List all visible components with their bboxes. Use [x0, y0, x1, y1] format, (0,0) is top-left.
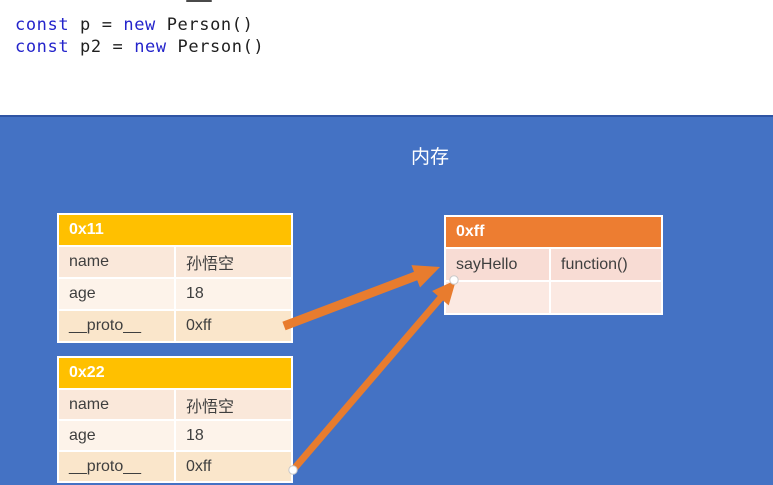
property-value: 孙悟空 [176, 390, 291, 419]
table-header-0x11: 0x11 [59, 215, 291, 245]
code-text: p2 = [69, 37, 135, 57]
keyword-new: new [123, 15, 156, 35]
memory-panel-title: 内存 [411, 147, 450, 168]
keyword-const: const [15, 37, 70, 57]
object-table-0x11: 0x11 name 孙悟空 age 18 __proto__ 0xff [57, 213, 293, 343]
code-text: Person() [155, 15, 254, 35]
property-key: age [59, 421, 174, 450]
property-value: 孙悟空 [176, 247, 291, 277]
table-header-0xff: 0xff [446, 217, 661, 247]
method-key: sayHello [446, 249, 549, 280]
code-snippet: const p = new Person() const p2 = new Pe… [15, 14, 264, 58]
table-row [446, 282, 661, 313]
property-key: name [59, 390, 174, 419]
property-key: __proto__ [59, 452, 174, 481]
keyword-new: new [134, 37, 167, 57]
clipped-text-artifact [186, 0, 212, 2]
table-row: age 18 [59, 279, 291, 309]
property-key: age [59, 279, 174, 309]
prototype-table-0xff: 0xff sayHello function() [444, 215, 663, 315]
property-key: name [59, 247, 174, 277]
method-value: function() [551, 249, 661, 280]
property-key: __proto__ [59, 311, 174, 341]
table-row: name 孙悟空 [59, 390, 291, 419]
table-row: __proto__ 0xff [59, 452, 291, 481]
property-value: 18 [176, 279, 291, 309]
property-value: 0xff [176, 452, 291, 481]
table-row: __proto__ 0xff [59, 311, 291, 341]
property-value: 0xff [176, 311, 291, 341]
table-row: age 18 [59, 421, 291, 450]
keyword-const: const [15, 15, 70, 35]
table-row: name 孙悟空 [59, 247, 291, 277]
code-line-1: const p = new Person() [15, 15, 253, 35]
empty-cell [446, 282, 549, 313]
table-header-0x22: 0x22 [59, 358, 291, 388]
code-text: Person() [166, 37, 265, 57]
object-table-0x22: 0x22 name 孙悟空 age 18 __proto__ 0xff [57, 356, 293, 483]
table-row: sayHello function() [446, 249, 661, 280]
property-value: 18 [176, 421, 291, 450]
empty-cell [551, 282, 661, 313]
code-text: p = [69, 15, 124, 35]
code-line-2: const p2 = new Person() [15, 37, 264, 57]
